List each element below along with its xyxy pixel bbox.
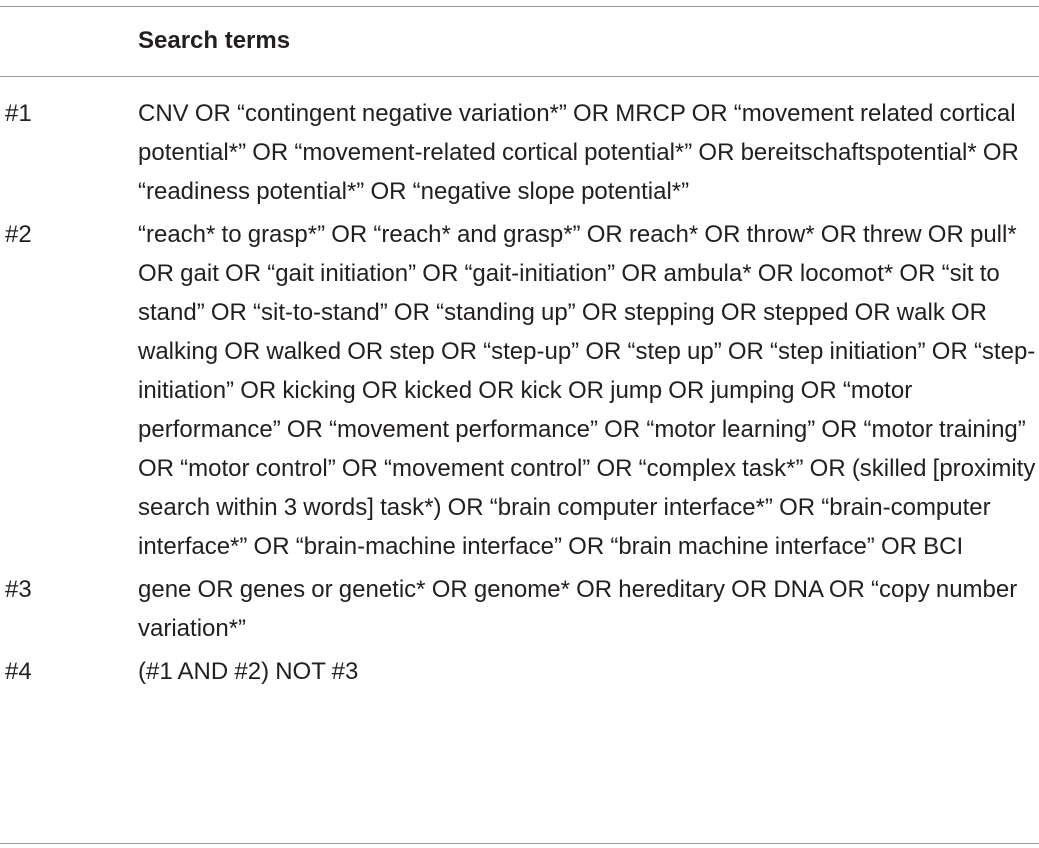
table-row: #1 CNV OR “contingent negative variation… <box>0 94 1039 211</box>
row-search-terms: “reach* to grasp*” OR “reach* and grasp*… <box>138 221 1036 560</box>
row-id: #1 <box>5 100 32 127</box>
row-search-terms: (#1 AND #2) NOT #3 <box>138 658 359 685</box>
table-row: #3 gene OR genes or genetic* OR genome* … <box>0 570 1039 648</box>
row-id: #3 <box>5 576 32 603</box>
row-search-terms: gene OR genes or genetic* OR genome* OR … <box>138 576 1018 642</box>
table-top-rule <box>0 6 1039 7</box>
table-row: #2 “reach* to grasp*” OR “reach* and gra… <box>0 215 1039 566</box>
table-body: #1 CNV OR “contingent negative variation… <box>0 94 1039 695</box>
row-search-terms: CNV OR “contingent negative variation*” … <box>138 100 1019 205</box>
table-bottom-rule <box>0 843 1039 844</box>
table-header-row: Search terms <box>0 22 1039 62</box>
row-id: #2 <box>5 221 32 248</box>
table-header-rule <box>0 76 1039 77</box>
row-id: #4 <box>5 658 32 685</box>
table-row: #4 (#1 AND #2) NOT #3 <box>0 652 1039 691</box>
header-search-terms: Search terms <box>138 27 291 54</box>
